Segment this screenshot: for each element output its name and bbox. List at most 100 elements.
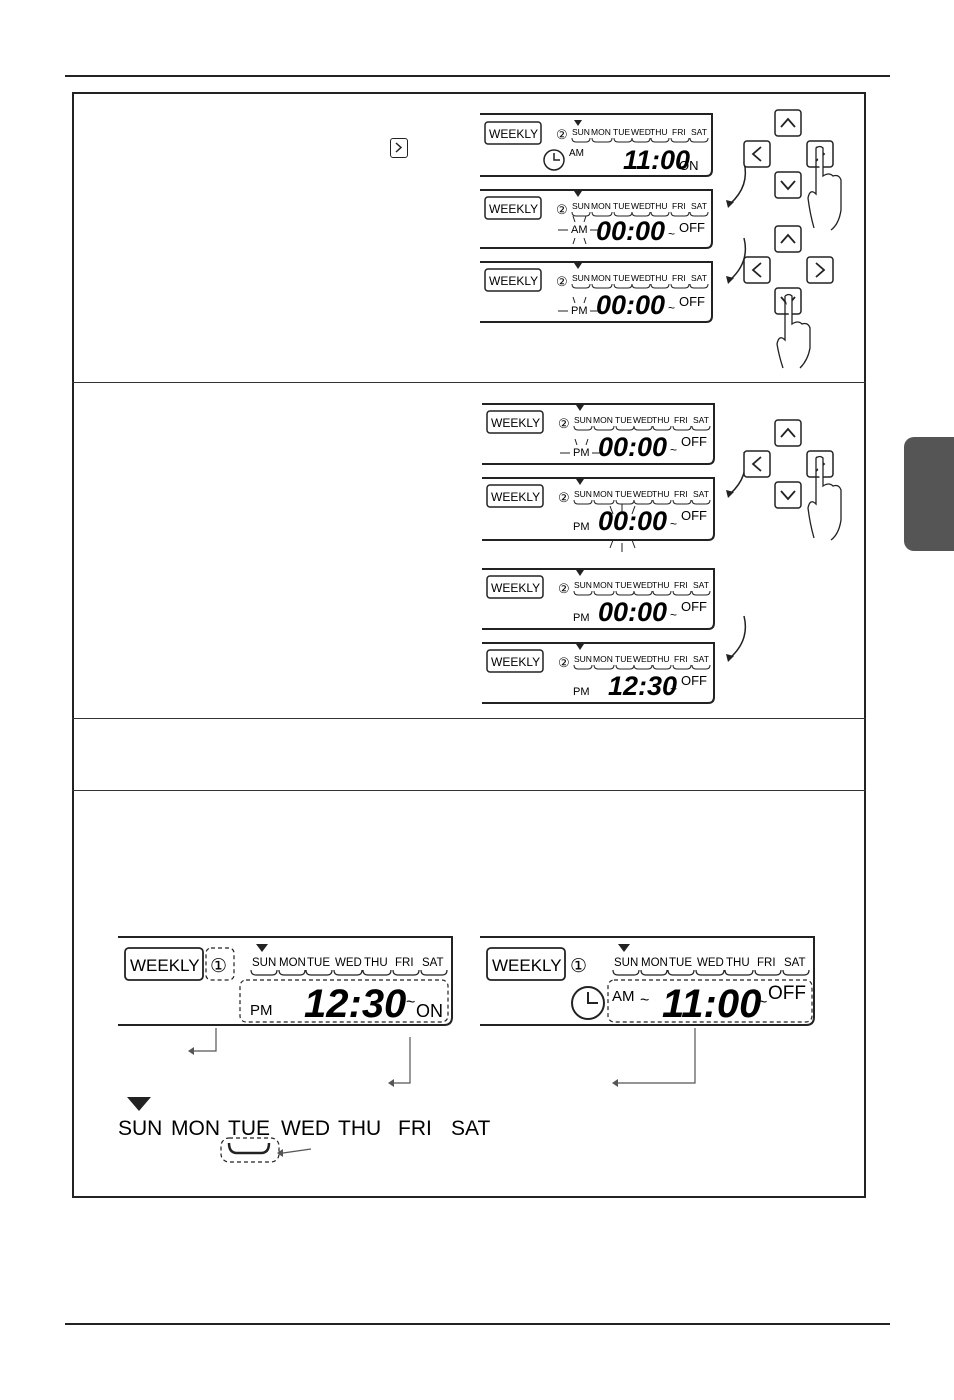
svg-text:TUE: TUE — [228, 1117, 270, 1140]
svg-text:FRI: FRI — [674, 415, 688, 425]
svg-text:~: ~ — [668, 301, 675, 315]
chevron-up-icon — [774, 109, 802, 137]
svg-text:FRI: FRI — [672, 201, 686, 211]
section-side-tab — [904, 437, 954, 551]
svg-text:②: ② — [556, 274, 568, 289]
svg-text:MON: MON — [279, 957, 306, 969]
divider-1 — [72, 382, 866, 383]
svg-text:WEEKLY: WEEKLY — [491, 655, 540, 669]
svg-text:MON: MON — [171, 1117, 220, 1140]
svg-text:SUN: SUN — [574, 415, 592, 425]
svg-text:SUN: SUN — [614, 957, 638, 969]
svg-text:~: ~ — [670, 682, 677, 696]
pointing-hand-icon — [807, 145, 842, 231]
direction-pad — [743, 109, 842, 231]
day-labels: SUN MON TUE WED THU FRI SAT — [572, 127, 707, 137]
svg-text:MON: MON — [593, 489, 613, 499]
svg-text:PM: PM — [571, 305, 588, 317]
divider-3 — [72, 790, 866, 791]
svg-text:WEEKLY: WEEKLY — [130, 956, 200, 975]
svg-text:OFF: OFF — [679, 220, 705, 235]
svg-text:OFF: OFF — [681, 599, 707, 614]
svg-text:②: ② — [558, 416, 570, 431]
bottom-rule — [65, 1323, 890, 1325]
svg-text:WED: WED — [633, 580, 653, 590]
clock-icon — [571, 986, 605, 1020]
svg-text:SAT: SAT — [691, 127, 707, 137]
svg-text:WED: WED — [633, 654, 653, 664]
svg-text:MON: MON — [593, 654, 613, 664]
svg-text:WED: WED — [281, 1117, 330, 1140]
divider-2 — [72, 718, 866, 719]
svg-text:MON: MON — [593, 415, 613, 425]
svg-text:FRI: FRI — [395, 957, 414, 969]
svg-text:MON: MON — [591, 273, 611, 283]
day-pointer-icon — [127, 1097, 151, 1111]
svg-text:~: ~ — [668, 227, 675, 241]
svg-text:ON: ON — [416, 1001, 443, 1021]
svg-text:THU: THU — [338, 1117, 381, 1140]
svg-text:①: ① — [570, 956, 587, 977]
svg-text:WEEKLY: WEEKLY — [489, 274, 538, 288]
svg-text:OFF: OFF — [679, 294, 705, 309]
svg-text:~: ~ — [406, 994, 415, 1011]
svg-text:ON: ON — [679, 158, 699, 173]
svg-text:PM: PM — [573, 447, 590, 459]
svg-text:②: ② — [558, 655, 570, 670]
chevron-down-icon — [774, 171, 802, 199]
right-button-icon — [390, 138, 408, 158]
svg-text:MON: MON — [591, 201, 611, 211]
svg-text:12:30: 12:30 — [304, 982, 406, 1026]
svg-text:WEEKLY: WEEKLY — [489, 202, 538, 216]
svg-text:FRI: FRI — [672, 127, 686, 137]
chevron-down-icon — [774, 481, 802, 509]
svg-text:FRI: FRI — [757, 957, 776, 969]
svg-text:AM: AM — [612, 988, 635, 1005]
svg-text:OFF: OFF — [681, 434, 707, 449]
weekly-label: WEEKLY — [489, 127, 538, 141]
svg-text:PM: PM — [573, 612, 590, 624]
chevron-left-icon — [743, 256, 771, 284]
svg-text:AM: AM — [571, 224, 588, 236]
curved-arrow-icon — [726, 615, 747, 662]
svg-text:PM: PM — [250, 1002, 273, 1019]
instruction-frame — [72, 92, 866, 1198]
svg-text:SUN: SUN — [572, 273, 590, 283]
svg-text:THU: THU — [652, 654, 669, 664]
svg-text:SUN: SUN — [118, 1117, 162, 1140]
svg-text:②: ② — [558, 490, 570, 505]
svg-text:FRI: FRI — [674, 580, 688, 590]
svg-text:TUE: TUE — [307, 957, 330, 969]
svg-text:SAT: SAT — [784, 957, 806, 969]
chevron-up-icon — [774, 419, 802, 447]
svg-text:SUN: SUN — [574, 489, 592, 499]
pointing-hand-icon — [776, 293, 811, 369]
chevron-left-icon — [743, 140, 771, 168]
svg-text:SAT: SAT — [693, 580, 709, 590]
svg-text:TUE: TUE — [615, 415, 632, 425]
svg-text:OFF: OFF — [768, 983, 806, 1004]
svg-text:MON: MON — [641, 957, 668, 969]
chevron-right-icon — [806, 256, 834, 284]
svg-text:00:00: 00:00 — [598, 432, 667, 462]
svg-text:TUE: TUE — [615, 580, 632, 590]
svg-text:~: ~ — [640, 992, 649, 1009]
svg-text:WED: WED — [633, 415, 653, 425]
svg-text:WED: WED — [631, 273, 651, 283]
svg-text:TUE: TUE — [613, 201, 630, 211]
svg-text:FRI: FRI — [672, 273, 686, 283]
svg-text:SAT: SAT — [693, 415, 709, 425]
svg-text:THU: THU — [650, 127, 667, 137]
svg-text:SAT: SAT — [693, 654, 709, 664]
svg-text:THU: THU — [652, 580, 669, 590]
svg-text:TUE: TUE — [669, 957, 692, 969]
chevron-up-icon — [774, 225, 802, 253]
svg-text:WED: WED — [631, 127, 651, 137]
